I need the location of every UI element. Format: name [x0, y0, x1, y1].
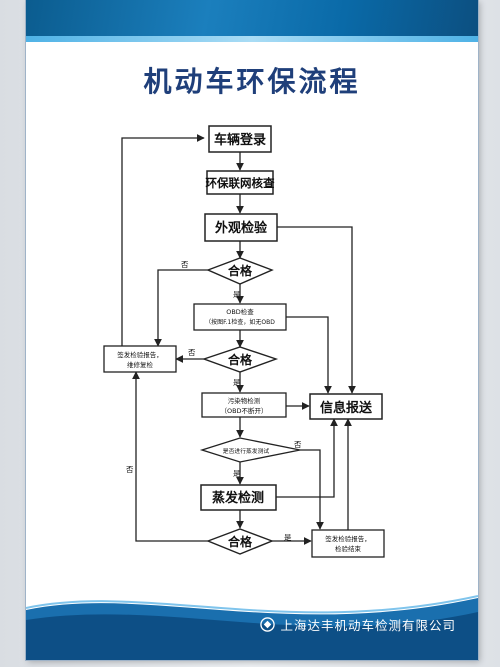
node-evap-test: 蒸发检测 — [200, 484, 277, 511]
svg-text:合格: 合格 — [228, 263, 253, 278]
svg-text:检验结束: 检验结束 — [335, 544, 362, 553]
company-name: 上海达丰机动车检测有限公司 — [280, 618, 456, 633]
node-register: 车辆登录 — [208, 125, 272, 153]
node-obd-check: OBD检查 （按图F.1检查，如无OBD — [193, 303, 287, 331]
label-no-1: 否 — [181, 260, 189, 269]
svg-text:（OBD不断开）: （OBD不断开） — [220, 406, 267, 415]
label-yes-2: 是 — [233, 378, 241, 387]
svg-text:车辆登录: 车辆登录 — [214, 132, 266, 148]
label-yes-1: 是 — [233, 290, 241, 299]
poster-title: 机动车环保流程 — [143, 65, 361, 98]
svg-text:外观检验: 外观检验 — [214, 220, 268, 236]
node-final-report: 签发检验报告， 检验结束 — [311, 529, 385, 558]
node-info-upload: 信息报送 — [309, 393, 383, 420]
node-pollutant-test: 污染物检测 （OBD不断开） — [201, 392, 287, 418]
svg-text:合格: 合格 — [228, 534, 253, 549]
edge-labels: 否 是 否 是 是 否 否 是 — [126, 260, 302, 542]
label-no-3: 否 — [294, 440, 302, 449]
decision-pass-2: 合格 — [201, 346, 279, 373]
svg-text:（按图F.1检查，如无OBD: （按图F.1检查，如无OBD — [205, 318, 275, 326]
label-no-4: 否 — [126, 465, 134, 474]
svg-text:是否进行蒸发测试: 是否进行蒸发测试 — [223, 447, 270, 455]
top-band — [26, 0, 478, 42]
decision-pass-3: 合格 — [206, 528, 274, 555]
node-network-check: 环保联网核查 — [206, 170, 275, 195]
company-logo-icon — [260, 617, 276, 632]
poster: 机动车环保流程 — [26, 0, 478, 660]
svg-text:蒸发检测: 蒸发检测 — [212, 490, 264, 506]
company-footer: 上海达丰机动车检测有限公司 — [260, 615, 456, 634]
bottom-wave — [26, 595, 478, 660]
node-visual-inspection: 外观检验 — [204, 213, 278, 242]
connector-lines — [121, 134, 356, 545]
decision-pass-1: 合格 — [206, 257, 274, 285]
svg-text:签发检验报告，: 签发检验报告， — [325, 534, 371, 543]
svg-text:OBD检查: OBD检查 — [226, 307, 254, 316]
label-no-2: 否 — [188, 348, 196, 357]
svg-text:污染物检测: 污染物检测 — [228, 396, 261, 405]
flowchart: 车辆登录 环保联网核查 外观检验 合格 OBD检查 （按图F.1检查，如无OBD… — [103, 125, 385, 558]
decision-evap-test: 是否进行蒸发测试 — [199, 437, 301, 463]
svg-text:签发检验报告，: 签发检验报告， — [117, 350, 163, 359]
svg-text:信息报送: 信息报送 — [320, 400, 373, 416]
svg-text:合格: 合格 — [228, 352, 253, 367]
svg-text:维修复检: 维修复检 — [127, 360, 154, 369]
label-yes-4: 是 — [284, 533, 292, 542]
label-yes-3: 是 — [233, 469, 241, 478]
svg-text:环保联网核查: 环保联网核查 — [206, 176, 275, 190]
node-repair-recheck: 签发检验报告， 维修复检 — [103, 345, 177, 373]
